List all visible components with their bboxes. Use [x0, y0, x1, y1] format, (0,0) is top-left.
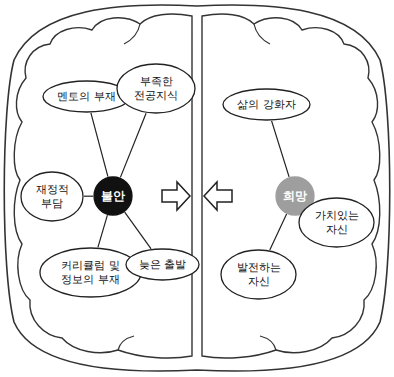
spoke-line [270, 214, 287, 250]
brain-outline [4, 5, 390, 371]
anxiety-circle: 불안 [93, 176, 133, 216]
hollow-arrow [204, 182, 232, 210]
ellipse-shape [21, 172, 83, 221]
bubble-text: 불안 [101, 189, 125, 203]
spoke-line [84, 196, 93, 197]
ellipse-shape [299, 198, 374, 247]
thought-bubble: 가치있는 자신 [298, 197, 375, 248]
thought-bubble: 부족한 전공지식 [116, 63, 196, 114]
spoke-line [272, 121, 290, 177]
ellipse-shape [221, 250, 296, 299]
bubble-text: 커리큘럼 및 정보의 부재 [56, 259, 126, 285]
ellipse-shape [223, 89, 310, 120]
right-hemisphere [202, 14, 380, 358]
spoke-line [98, 215, 108, 247]
bubble-text: 희망 [283, 189, 307, 203]
brain-fold [124, 24, 140, 44]
thought-bubble: 커리큘럼 및 정보의 부재 [39, 247, 142, 298]
brain-fold [260, 336, 276, 350]
bubble-text: 멘토의 부재 [57, 90, 116, 103]
hollow-arrow [162, 182, 190, 210]
spoke-line [125, 212, 151, 249]
circle-shape [94, 177, 132, 215]
bubble-text: 가치있는 자신 [312, 209, 362, 235]
bubble-text: 삶의 강화자 [237, 98, 296, 111]
brain-fold [118, 336, 134, 350]
bubble-text: 재정적 부담 [32, 183, 72, 209]
spoke-line [91, 113, 108, 177]
ellipse-shape [117, 64, 195, 113]
spoke-line [120, 113, 146, 177]
brain-fold [254, 24, 270, 44]
bubble-text: 부족한 전공지식 [130, 75, 182, 101]
thought-bubble: 삶의 강화자 [222, 88, 311, 121]
ellipse-shape [126, 249, 199, 280]
ellipse-shape [40, 248, 141, 297]
thought-bubble: 재정적 부담 [20, 171, 84, 222]
thought-bubble: 발전하는 자신 [220, 249, 297, 300]
bubble-text: 늦은 출발 [139, 258, 187, 271]
bubble-text: 발전하는 자신 [234, 261, 284, 287]
thought-bubble: 늦은 출발 [125, 248, 200, 281]
